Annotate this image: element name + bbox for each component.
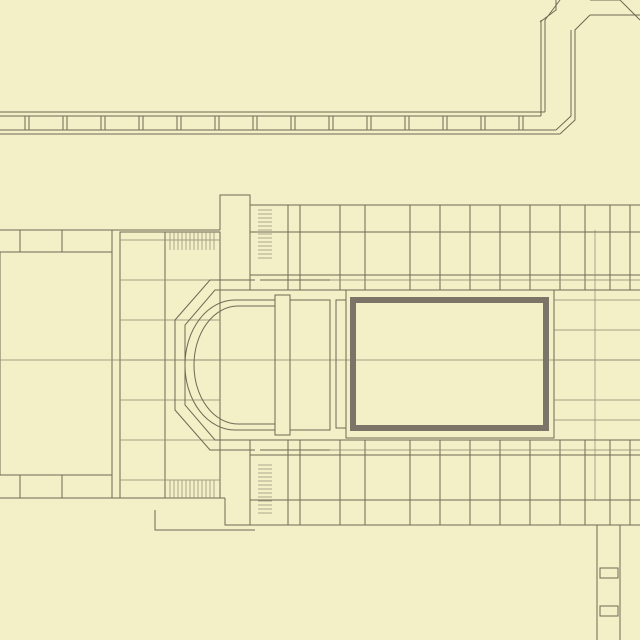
bottom-right-annex xyxy=(596,525,621,640)
stair-column xyxy=(119,194,640,531)
grid-lines xyxy=(249,205,640,525)
top-corridor xyxy=(0,0,640,135)
central-hall xyxy=(335,289,555,439)
apse xyxy=(174,279,331,451)
left-wing xyxy=(0,229,640,499)
